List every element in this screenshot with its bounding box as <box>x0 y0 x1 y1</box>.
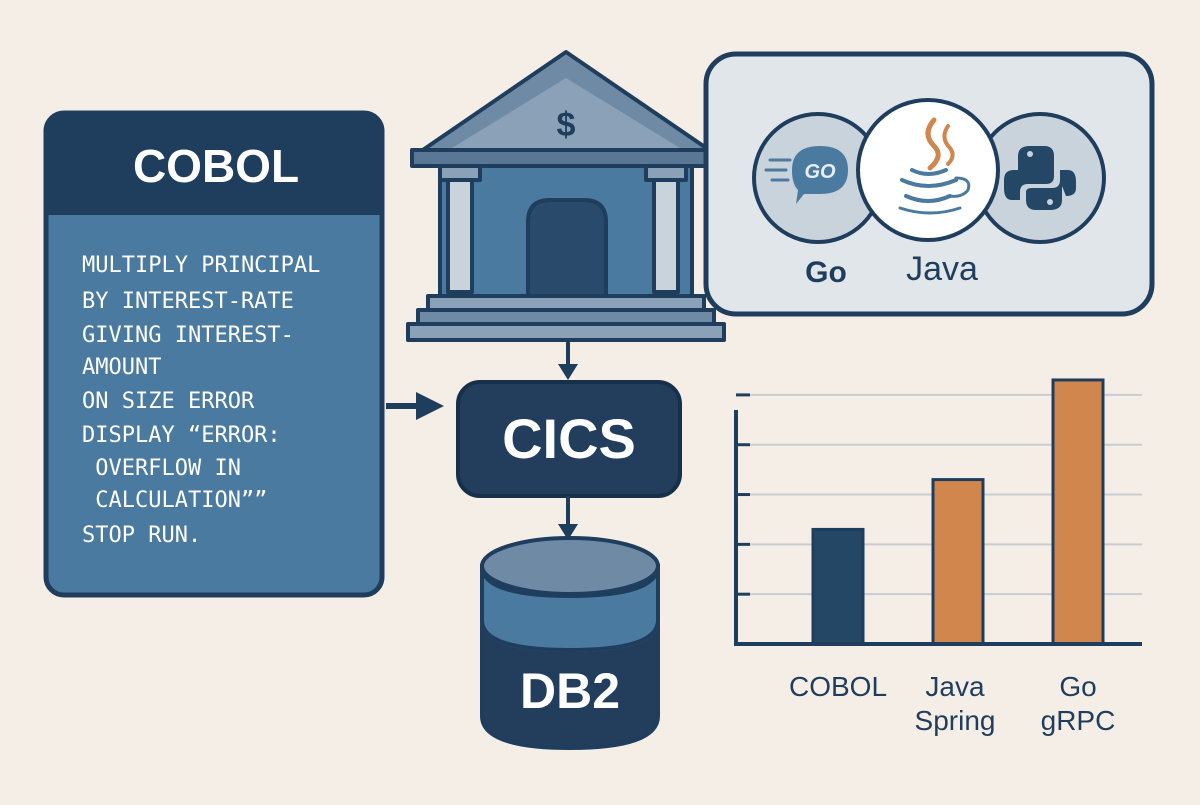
category-label: COBOL <box>789 671 887 702</box>
cobol-panel: COBOL MULTIPLY PRINCIPAL BY INTEREST-RAT… <box>43 110 385 598</box>
db2-label: DB2 <box>520 663 620 719</box>
code-line: OVERFLOW IN <box>82 456 241 481</box>
arrow-bank-to-cics <box>558 340 578 380</box>
cics-box: CICS <box>456 380 682 498</box>
chart-axes <box>734 393 1142 646</box>
code-line: BY INTEREST-RATE <box>82 289 294 314</box>
code-line: GIVING INTEREST- <box>82 323 294 348</box>
python-logo-icon <box>1004 146 1076 210</box>
bank-icon <box>406 50 726 342</box>
java-circle <box>856 98 1000 242</box>
arrow-cics-to-db2 <box>558 496 578 540</box>
bar-cobol <box>811 527 865 646</box>
code-line: ON SIZE ERROR <box>82 389 255 414</box>
bar-java <box>931 478 985 646</box>
code-line: STOP RUN. <box>82 523 201 548</box>
bar-go <box>1051 378 1105 646</box>
java-label: Java <box>906 250 978 288</box>
cobol-title: COBOL <box>133 140 299 192</box>
chart-bars <box>811 378 1105 646</box>
db2-database-icon <box>480 536 660 751</box>
go-label: Go <box>805 256 847 289</box>
go-logo-text: GO <box>804 161 836 183</box>
dollar-sign-icon: $ <box>557 106 576 144</box>
java-logo-icon <box>898 117 971 215</box>
cobol-code-block: MULTIPLY PRINCIPAL BY INTEREST-RATE GIVI… <box>82 253 320 548</box>
arrow-cobol-to-cics <box>386 392 444 420</box>
code-line: AMOUNT <box>82 355 161 380</box>
code-line: CALCULATION”” <box>82 488 267 513</box>
code-line: DISPLAY “ERROR: <box>82 423 281 448</box>
go-logo-icon: GO <box>764 146 848 204</box>
cics-label: CICS <box>502 407 636 470</box>
code-line: MULTIPLY PRINCIPAL <box>82 253 320 278</box>
